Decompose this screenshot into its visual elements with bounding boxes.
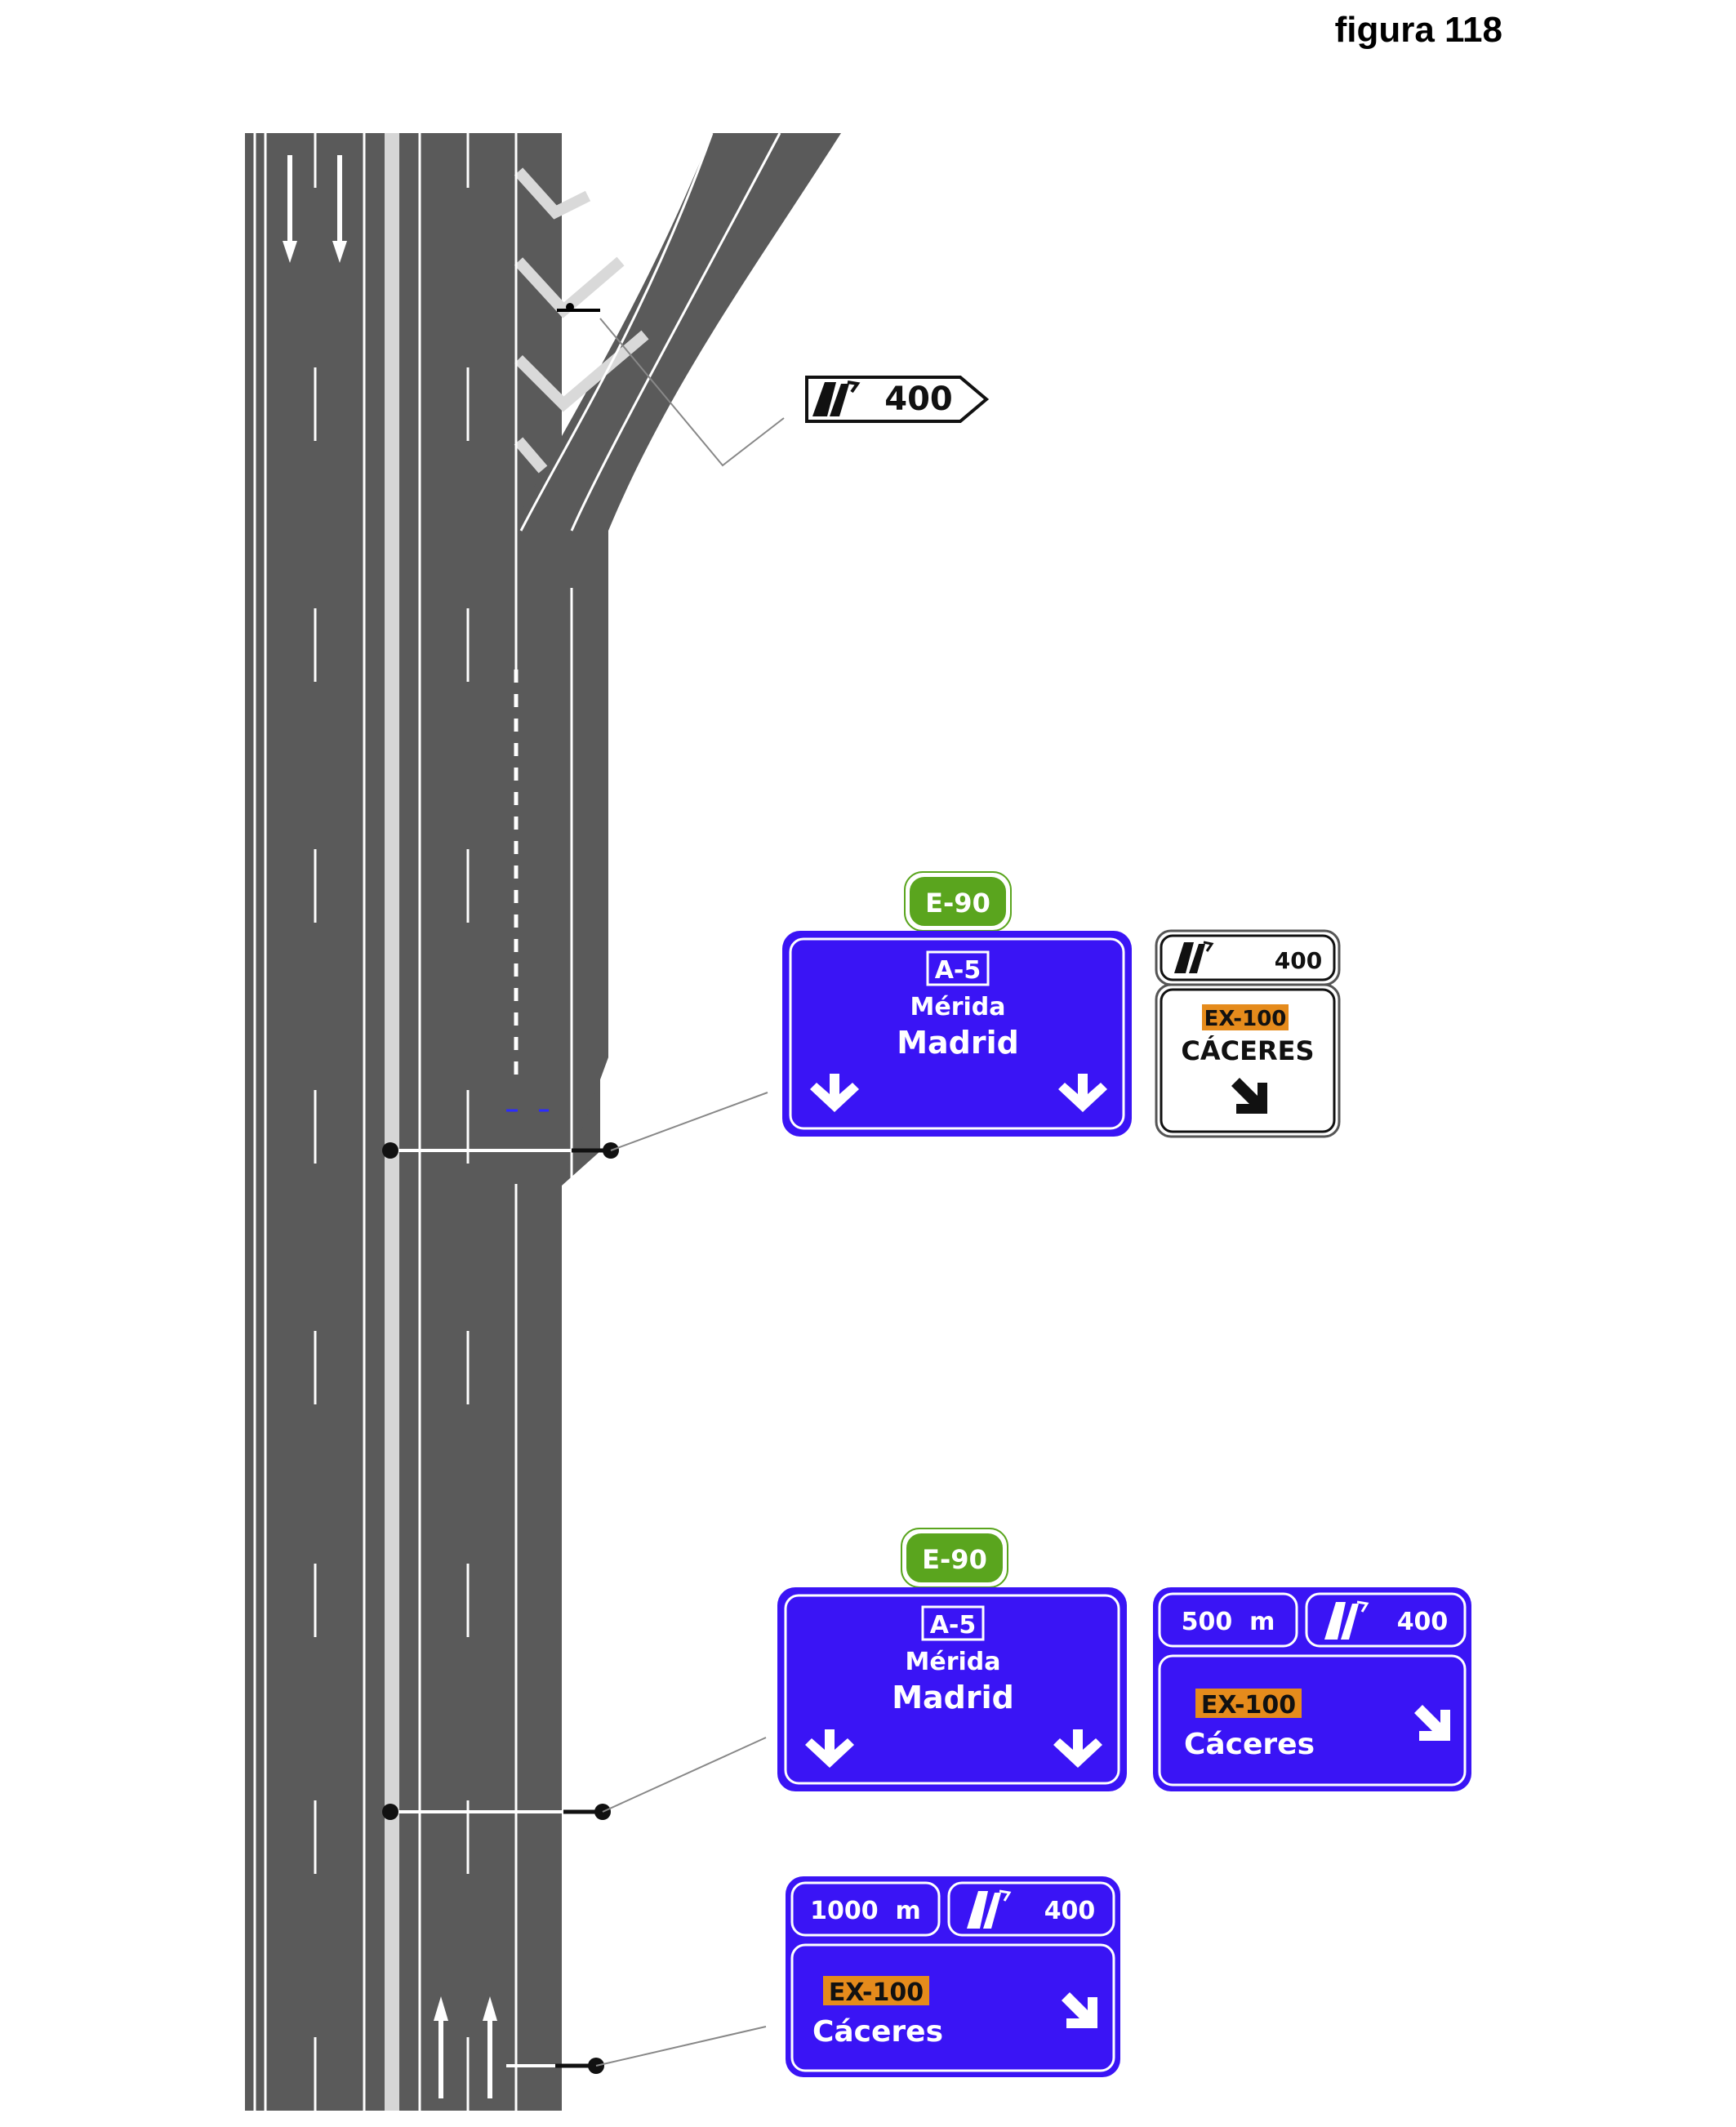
exit-ramp-icon	[1174, 941, 1214, 973]
gantry-upper-main-sign: E-90 A-5 Mérida Madrid	[782, 871, 1132, 1137]
figure-label: figura 118	[1334, 10, 1502, 50]
diagonal-right-arrow-icon	[1062, 1992, 1097, 2028]
side-road-label: EX-100	[1201, 1691, 1296, 1720]
exit-ramp	[516, 133, 841, 1184]
exit-marker-sign: 400	[805, 376, 990, 423]
exit-marker-distance: 400	[884, 380, 953, 418]
gantry-upper-side-sign: 400 EX-100 CÁCERES	[1155, 929, 1341, 1138]
down-arrow-icon	[1053, 1729, 1102, 1768]
side-city-label: Cáceres	[1184, 1728, 1315, 1761]
down-arrow-icon	[810, 1074, 859, 1112]
panel-road-label: A-5	[930, 1611, 977, 1640]
panel-city-large: Madrid	[897, 1025, 1019, 1061]
side-city-label: CÁCERES	[1181, 1035, 1314, 1066]
down-arrow-icon	[1058, 1074, 1107, 1112]
diagonal-right-arrow-icon	[1231, 1078, 1267, 1114]
panel-city-large: Madrid	[892, 1680, 1014, 1715]
distance-label: 500 m	[1182, 1608, 1275, 1636]
gore-post-dot	[566, 303, 574, 311]
ramp-edge-lane	[570, 132, 781, 532]
exit-ramp-icon	[1324, 1600, 1369, 1640]
gantry-lower-main-sign: E-90 A-5 Mérida Madrid	[777, 1528, 1127, 1791]
panel-city-small: Mérida	[906, 1648, 1001, 1676]
road	[245, 132, 841, 2111]
gore-chevrons	[514, 167, 649, 474]
euro-route-label: E-90	[922, 1544, 987, 1575]
side-road-label: EX-100	[1204, 1007, 1287, 1031]
city-label: Cáceres	[812, 2015, 943, 2049]
ramp-edge-inner	[519, 132, 714, 532]
panel-city-small: Mérida	[910, 993, 1006, 1021]
down-arrow-icon	[805, 1729, 854, 1768]
side-exit-number: 400	[1275, 947, 1322, 974]
exit-ramp-icon	[967, 1889, 1012, 1929]
road-label: EX-100	[829, 1978, 924, 2007]
main-carriageway	[245, 133, 562, 2111]
side-exit-number: 400	[1397, 1608, 1449, 1636]
leader-lines	[595, 318, 785, 2067]
exit-ramp-icon	[812, 380, 861, 416]
euro-route-label: E-90	[925, 888, 990, 919]
direction-arrows-up	[434, 1996, 497, 2098]
panel-road-label: A-5	[935, 956, 982, 985]
median-strip	[385, 133, 399, 2111]
post-1000-sign: 1000 m 400 EX-100 Cáceres	[786, 1876, 1120, 2077]
distance-label: 1000 m	[810, 1897, 921, 1925]
direction-arrows-down	[283, 155, 347, 263]
gantry-lower-side-sign: 500 m 400 EX-100 Cáceres	[1153, 1587, 1471, 1791]
diagonal-right-arrow-icon	[1414, 1705, 1450, 1741]
exit-number: 400	[1044, 1897, 1096, 1925]
